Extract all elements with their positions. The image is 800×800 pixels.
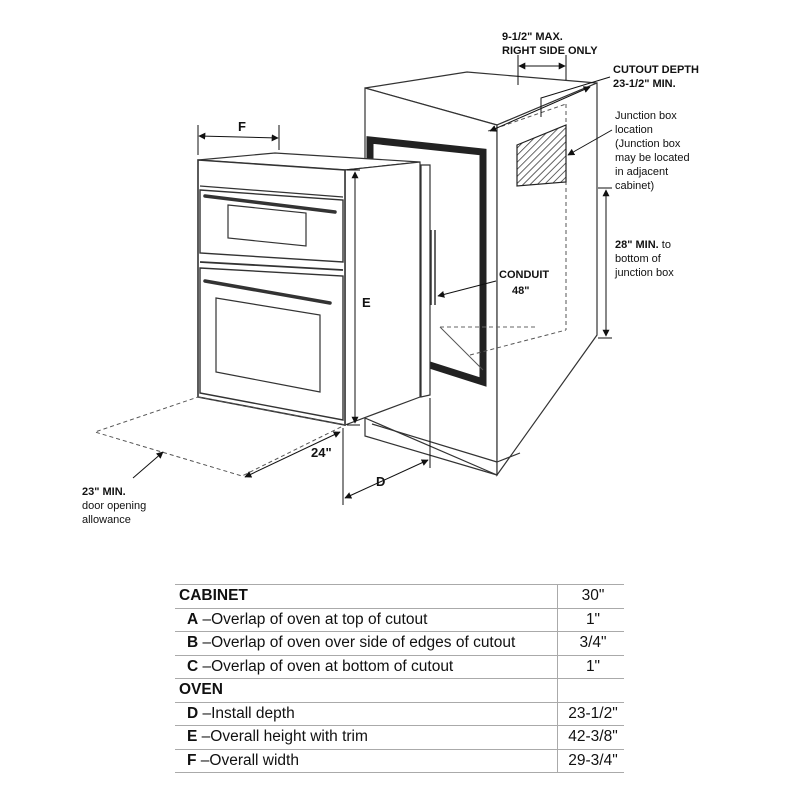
row-text: –Install depth xyxy=(198,704,295,722)
door-allowance-label-2: door opening xyxy=(82,500,146,512)
dim-24-label: 24" xyxy=(311,445,332,460)
row-text: –Overlap of oven over side of edges of c… xyxy=(198,634,516,652)
jbox-label-4: may be located xyxy=(615,152,690,164)
dimension-lines xyxy=(132,55,613,505)
row-key: E xyxy=(187,728,198,746)
table-row: C –Overlap of oven at bottom of cutout 1… xyxy=(175,655,624,679)
cabinet-header-row: CABINET 30" xyxy=(175,584,624,609)
jbox-label-3: (Junction box xyxy=(615,138,681,150)
conduit-length: 48" xyxy=(512,285,529,297)
conduit xyxy=(430,230,436,305)
table-row: A –Overlap of oven at top of cutout 1" xyxy=(175,608,624,632)
table-row: B –Overlap of oven over side of edges of… xyxy=(175,631,624,656)
table-row: D –Install depth 23-1/2" xyxy=(175,702,624,726)
installation-diagram: 9-1/2" MAX. RIGHT SIDE ONLY CUTOUT DEPTH… xyxy=(82,31,699,526)
door-opening-allowance xyxy=(93,396,347,477)
row-key: D xyxy=(187,704,199,722)
row-text: –Overlap of oven at top of cutout xyxy=(198,610,428,628)
row-key: B xyxy=(187,634,199,652)
jbox-label-5: in adjacent xyxy=(615,166,668,178)
row-value: 42-3/8" xyxy=(557,725,624,750)
row-text: –Overall height with trim xyxy=(197,728,368,746)
jbox-label-6: cabinet) xyxy=(615,180,654,192)
callout-labels: 9-1/2" MAX. RIGHT SIDE ONLY CUTOUT DEPTH… xyxy=(82,31,699,526)
row-value: 3/4" xyxy=(557,631,624,656)
dim-f-label: F xyxy=(238,119,246,134)
conduit-label: CONDUIT xyxy=(499,269,549,281)
door-allowance-label: 23" MIN. xyxy=(82,486,126,498)
row-key: F xyxy=(187,751,197,769)
height-label: 28" MIN. to xyxy=(615,239,671,251)
oven-heading: OVEN xyxy=(175,678,558,703)
row-value: 29-3/4" xyxy=(557,749,624,773)
row-value: 1" xyxy=(557,608,624,632)
jbox-label-1: Junction box xyxy=(615,110,677,122)
junction-box xyxy=(516,124,567,187)
cabinet-heading: CABINET xyxy=(175,584,558,609)
table-row: F –Overall width 29-3/4" xyxy=(175,749,624,773)
height-label-3: junction box xyxy=(614,267,674,279)
table-row: E –Overall height with trim 42-3/8" xyxy=(175,725,624,750)
row-value: 1" xyxy=(557,655,624,679)
side-max-label-2: RIGHT SIDE ONLY xyxy=(502,45,598,57)
cutout-depth-value: 23-1/2" MIN. xyxy=(613,78,676,90)
oven-header-row: OVEN xyxy=(175,678,624,703)
dim-d-label: D xyxy=(376,474,385,489)
row-key: A xyxy=(187,610,199,628)
row-value: 23-1/2" xyxy=(557,702,624,726)
dim-e-label: E xyxy=(362,295,371,310)
wall-oven xyxy=(197,152,431,426)
dimensions-table: CABINET 30" A –Overlap of oven at top of… xyxy=(175,584,624,773)
cabinet-width-value: 30" xyxy=(557,584,624,609)
row-key: C xyxy=(187,657,199,675)
row-text: –Overlap of oven at bottom of cutout xyxy=(198,657,454,675)
cutout-depth-label: CUTOUT DEPTH xyxy=(613,64,699,76)
row-text: –Overall width xyxy=(196,751,299,769)
door-allowance-label-3: allowance xyxy=(82,514,131,526)
side-max-label: 9-1/2" MAX. xyxy=(502,31,563,43)
height-label-2: bottom of xyxy=(615,253,662,265)
jbox-label-2: location xyxy=(615,124,653,136)
